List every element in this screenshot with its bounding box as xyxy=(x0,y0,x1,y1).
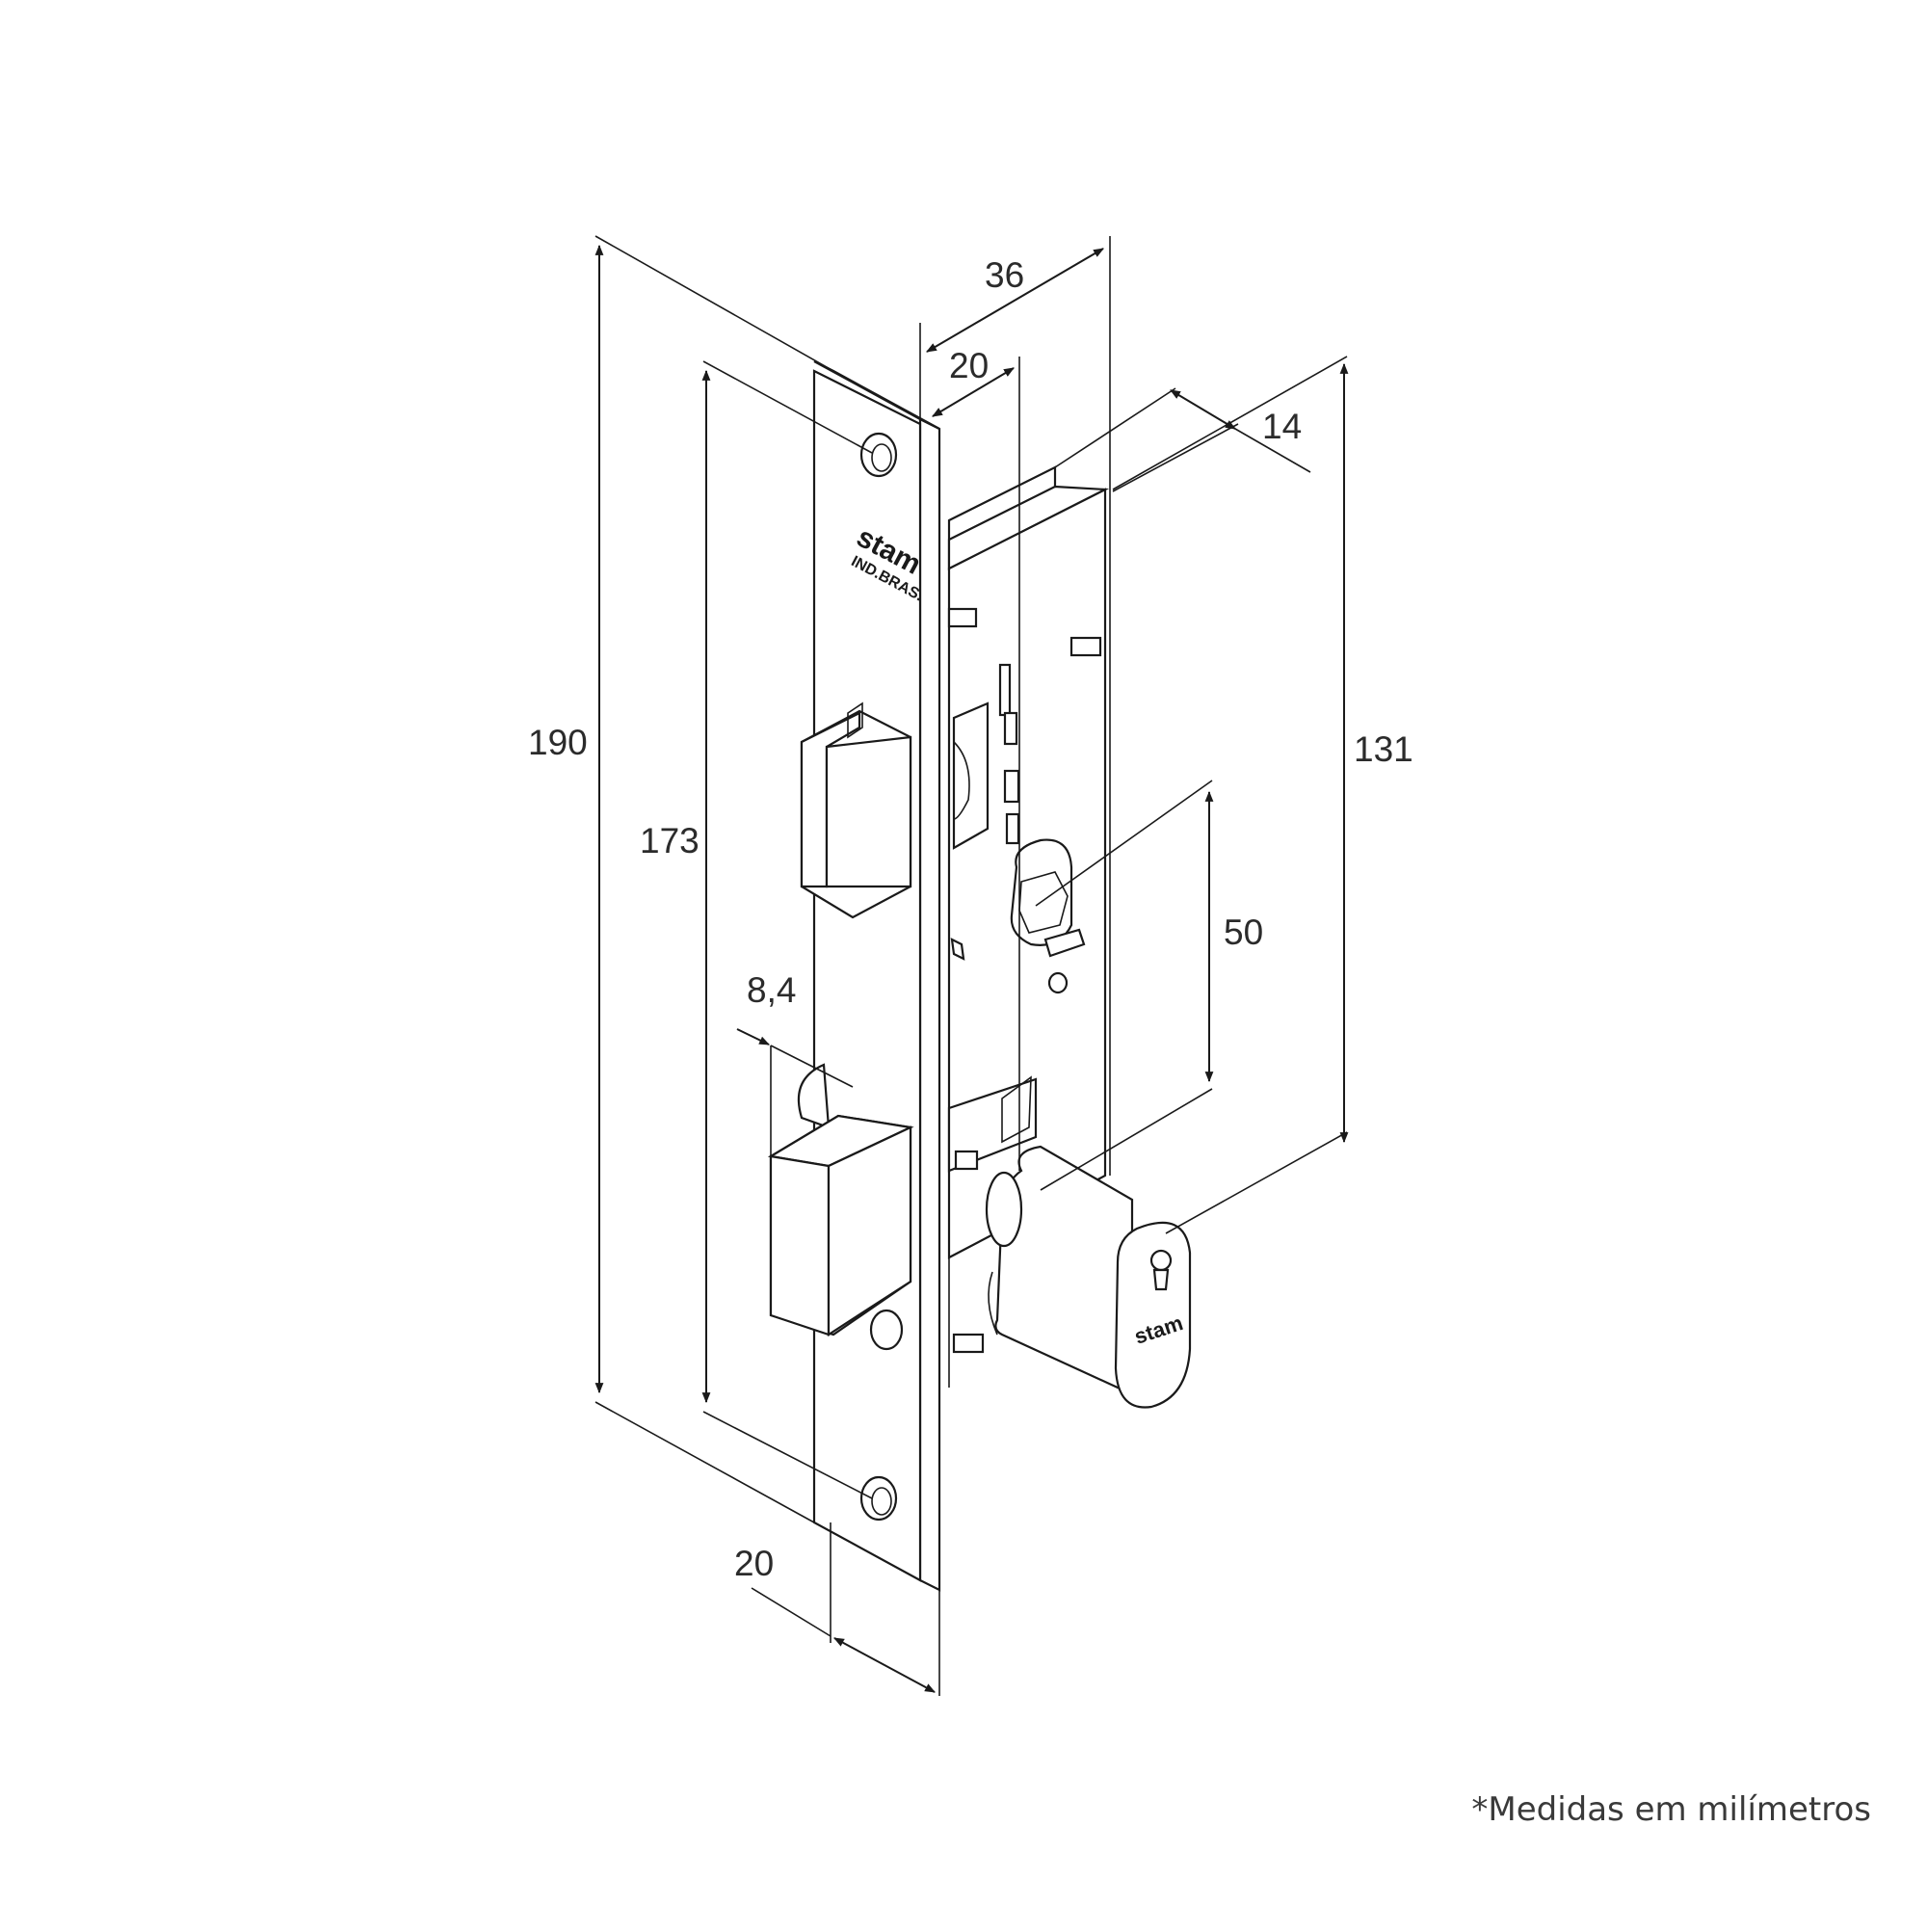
dim-line-36 xyxy=(926,248,1104,353)
case-slot xyxy=(947,607,978,628)
latch-window xyxy=(952,701,990,850)
dim-label-20-top: 20 xyxy=(949,346,989,385)
cylinder-face xyxy=(1114,1221,1192,1409)
case-slot xyxy=(1005,812,1020,845)
dim-line-20-bottom xyxy=(833,1637,936,1693)
spindle-hub xyxy=(1010,838,1086,994)
faceplate: stam IND.BRAS. xyxy=(812,360,941,1592)
dim-label-131: 131 xyxy=(1354,729,1413,769)
lower-latch-bolt xyxy=(767,1063,914,1337)
dim-label-50: 50 xyxy=(1224,913,1263,952)
dim-line-20-top xyxy=(932,367,1015,417)
case-slot xyxy=(1069,636,1102,657)
dim-line-14 xyxy=(1170,389,1236,430)
keyway-icon xyxy=(1149,1249,1173,1291)
screw-hole-icon xyxy=(869,1309,904,1351)
hub-pin xyxy=(1047,971,1069,994)
cylinder: stam xyxy=(985,1145,1192,1409)
dimension-labels: 190 173 36 20 14 131 50 8,4 20 xyxy=(528,255,1413,1583)
dim-label-190: 190 xyxy=(528,723,588,762)
dim-label-14: 14 xyxy=(1262,407,1302,446)
case-slot xyxy=(1003,711,1018,746)
case-slot xyxy=(998,663,1012,717)
dim-label-173: 173 xyxy=(640,821,700,860)
dim-label-36: 36 xyxy=(985,255,1024,295)
dim-label-8-4: 8,4 xyxy=(747,970,796,1010)
lower-mechanism xyxy=(947,1077,1038,1173)
dim-line-8-4 xyxy=(736,1028,770,1045)
upper-latch xyxy=(800,701,912,919)
case-slot xyxy=(1003,769,1020,804)
screw-hole-icon xyxy=(859,432,898,478)
units-footnote: *Medidas em milímetros xyxy=(1471,1790,1871,1829)
lock-case xyxy=(947,465,1110,1388)
dim-label-20-bottom: 20 xyxy=(734,1544,774,1583)
dimension-lines xyxy=(594,235,1349,1696)
screw-hole-icon xyxy=(859,1475,898,1522)
